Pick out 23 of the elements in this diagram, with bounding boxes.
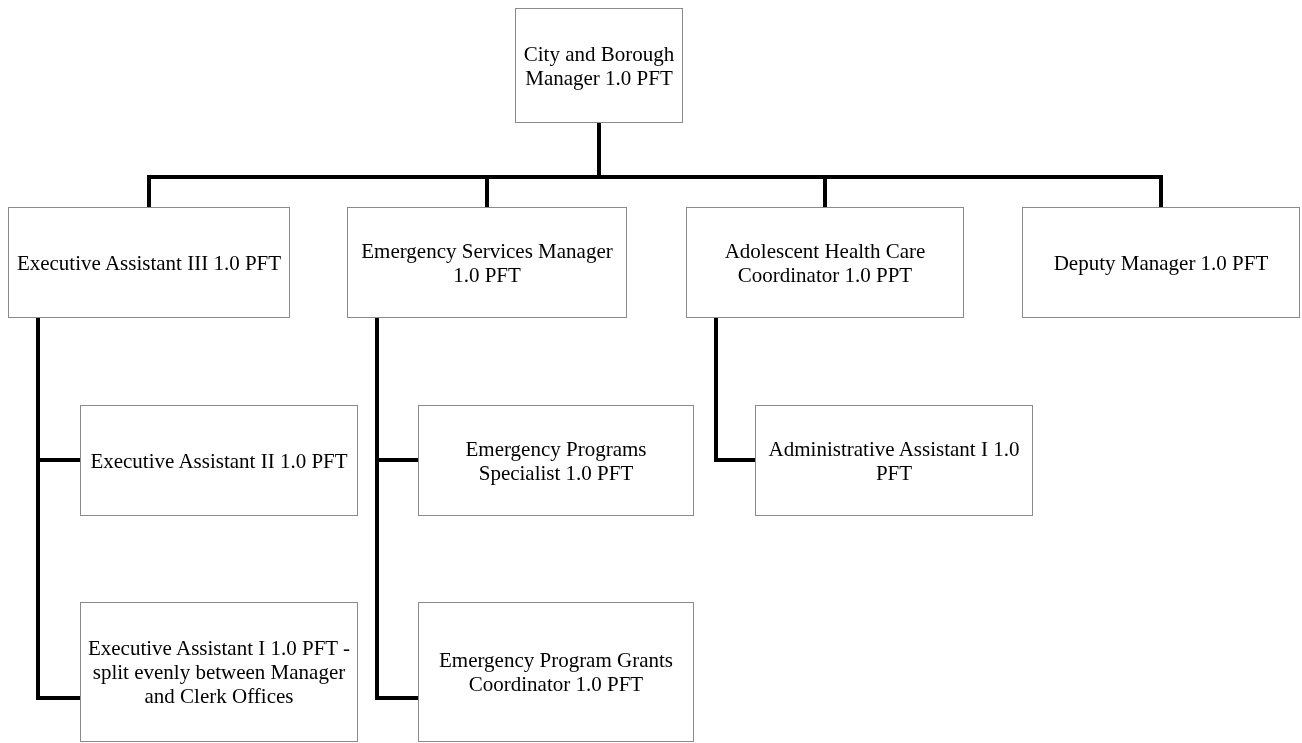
position-box: [755, 405, 1033, 516]
position-box: [686, 207, 964, 318]
position-title: Adolescent Health Care Coordinator 1.0 PPT: [723, 238, 927, 287]
position-box: [80, 405, 358, 516]
connector-line: [375, 318, 418, 700]
connector-line: [714, 318, 755, 462]
connector-line: [36, 318, 80, 700]
position-box: [347, 207, 627, 318]
position-box: [1022, 207, 1300, 318]
position-title: Deputy Manager 1.0 PFT: [1053, 250, 1269, 275]
position-box: [8, 207, 290, 318]
position-box: [515, 8, 683, 123]
position-title: City and Borough Manager 1.0 PFT: [522, 41, 676, 90]
position-box: [418, 405, 694, 516]
position-title: Executive Assistant III 1.0 PFT: [16, 250, 282, 275]
position-title: Executive Assistant I 1.0 PFT - split evenly between Manager and Clerk Offices: [86, 636, 352, 708]
position-box: [418, 602, 694, 742]
position-title: Executive Assistant II 1.0 PFT: [90, 448, 348, 473]
position-title: Administrative Assistant I 1.0 PFT: [767, 436, 1021, 485]
position-title: Emergency Services Manager 1.0 PFT: [360, 238, 614, 287]
position-title: Emergency Programs Specialist 1.0 PFT: [464, 436, 648, 485]
position-title: Emergency Program Grants Coordinator 1.0 PFT: [437, 648, 674, 696]
position-box: [80, 602, 358, 742]
